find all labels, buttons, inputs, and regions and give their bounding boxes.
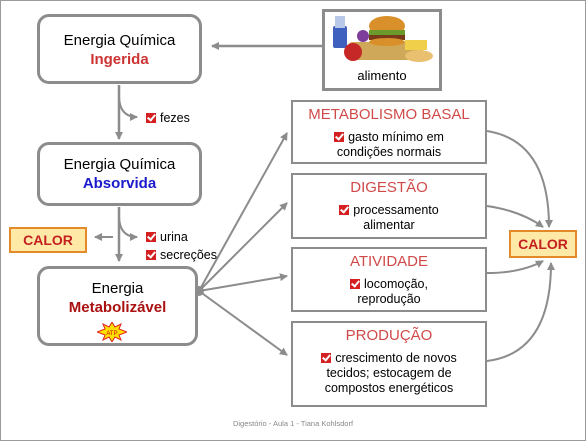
atividade-desc: locomoção,reprodução <box>293 277 485 307</box>
ingerida-line1: Energia Química <box>63 32 176 49</box>
producao-desc-line3: compostos energéticos <box>324 381 454 395</box>
checkbox-icon <box>146 113 156 123</box>
producao-title: PRODUÇÃO <box>345 327 433 344</box>
digestao-desc-line2: alimentar <box>363 218 415 232</box>
arrow-atividade-to-calor <box>486 260 544 274</box>
atividade-title: ATIVIDADE <box>349 253 429 270</box>
digestao-title: DIGESTÃO <box>350 179 428 196</box>
arrow-to-basal <box>198 132 288 292</box>
calor-left-box: CALOR <box>9 227 87 253</box>
basal-desc-line1: gasto mínimo em <box>348 130 444 144</box>
arrow-to-producao <box>198 290 288 356</box>
box-atividade: ATIVIDADE locomoção,reprodução <box>291 247 487 312</box>
absorvida-line2: Absorvida <box>82 175 157 192</box>
absorvida-line1: Energia Química <box>63 156 176 173</box>
arrow-producao-to-calor <box>486 262 555 362</box>
note-urina: urina <box>146 229 188 245</box>
urina-label: urina <box>160 230 188 244</box>
arrow-digestao-to-calor <box>486 205 544 228</box>
arrow-basal-to-calor <box>486 130 553 228</box>
note-fezes: fezes <box>146 110 190 126</box>
checkbox-icon <box>339 205 350 215</box>
arrow-urina <box>118 214 138 241</box>
atp-burst-icon: ATP <box>97 322 127 342</box>
basal-desc-line2: condições normais <box>336 145 442 159</box>
footer: Digestório - Aula 1 - Tiana Kohlsdorf <box>232 419 354 428</box>
secrecoes-label: secreções <box>160 248 217 262</box>
metab-line1: Energia <box>91 280 144 297</box>
checkbox-icon <box>321 353 332 363</box>
box-energia-absorvida: Energia Química Absorvida <box>37 142 202 206</box>
box-energia-ingerida: Energia Química Ingerida <box>37 14 202 84</box>
digestao-desc-line1: processamento <box>353 203 439 217</box>
atividade-desc-line2: reprodução <box>357 292 421 306</box>
arrow-to-atividade <box>198 273 288 292</box>
fezes-label: fezes <box>160 111 190 125</box>
checkbox-icon <box>334 132 345 142</box>
food-image-box: alimento <box>322 9 442 91</box>
atp-label: ATP <box>106 331 117 337</box>
ingerida-line2: Ingerida <box>90 51 149 68</box>
checkbox-icon <box>146 250 156 260</box>
calor-right-box: CALOR <box>509 230 577 258</box>
atividade-desc-line1: locomoção, <box>364 277 428 291</box>
producao-desc-line2: tecidos; estocagem de <box>326 366 452 380</box>
note-secrecoes: secreções <box>146 247 217 263</box>
food-label: alimento <box>357 68 407 83</box>
checkbox-icon <box>146 232 156 242</box>
food-pile-icon <box>333 16 433 62</box>
checkbox-icon <box>350 279 361 289</box>
arrow-fezes <box>118 94 138 121</box>
basal-title: METABOLISMO BASAL <box>308 106 470 123</box>
producao-desc-line1: crescimento de novos <box>335 351 457 365</box>
arrow-to-digestao <box>198 202 288 292</box>
metab-line2: Metabolizável <box>68 299 167 316</box>
